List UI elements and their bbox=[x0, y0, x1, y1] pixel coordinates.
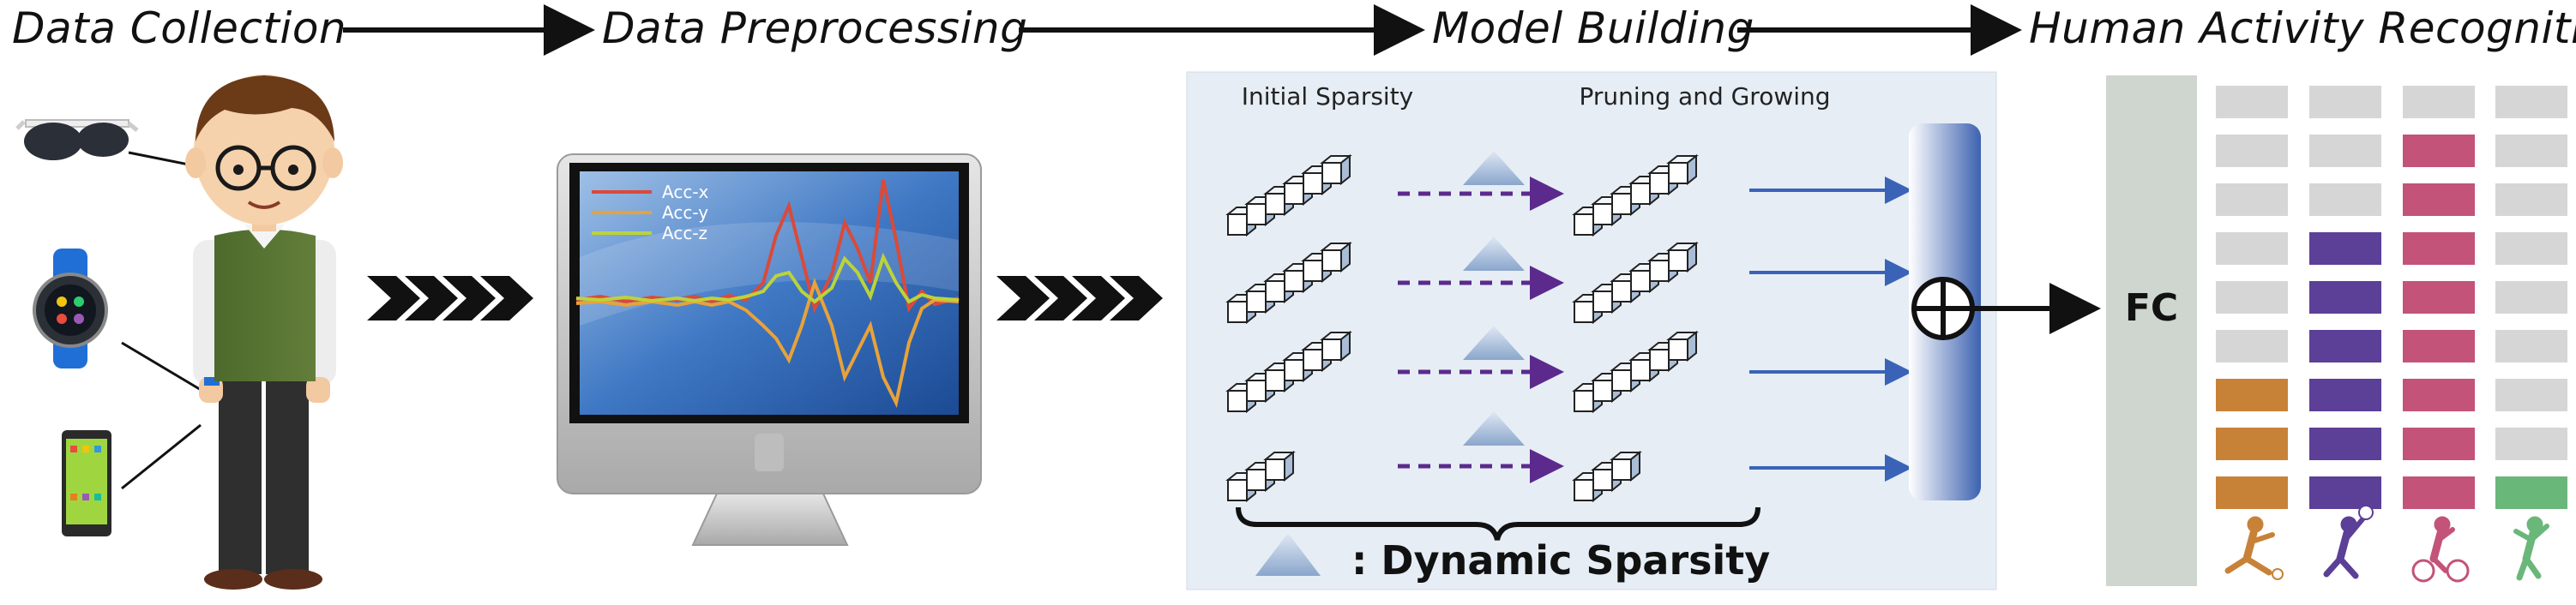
signal-trace-acc-y bbox=[575, 277, 960, 408]
initial-sparse-layer bbox=[1225, 241, 1352, 325]
activity-cell-active bbox=[2216, 428, 2288, 460]
activity-cell-active bbox=[2309, 379, 2381, 411]
activity-cell-inactive bbox=[2495, 135, 2567, 167]
phone-connector-line bbox=[121, 423, 202, 490]
activity-cell-active bbox=[2403, 428, 2475, 460]
smart-glasses-icon bbox=[15, 119, 139, 160]
dynamic-sparsity-triangle bbox=[1463, 326, 1525, 360]
activity-cell-inactive bbox=[2495, 428, 2567, 460]
activity-cell-inactive bbox=[2495, 379, 2567, 411]
activity-cell-inactive bbox=[2216, 330, 2288, 362]
activity-cell-inactive bbox=[2495, 330, 2567, 362]
dynamic-sparsity-triangles bbox=[1463, 151, 1525, 446]
activity-cell-active bbox=[2309, 330, 2381, 362]
prune-grow-arrows bbox=[1398, 177, 1564, 483]
activity-cell-active bbox=[2216, 476, 2288, 509]
smartphone-icon bbox=[62, 430, 111, 536]
activity-cell-inactive bbox=[2309, 135, 2381, 167]
activity-probability-grid bbox=[2216, 86, 2567, 509]
pruned-grown-layer bbox=[1572, 153, 1699, 237]
activity-cell-active bbox=[2403, 183, 2475, 216]
initial-sparse-layer bbox=[1225, 450, 1296, 503]
dynamic-sparsity-triangle bbox=[1463, 411, 1525, 446]
pruning-growing-label: Pruning and Growing bbox=[1579, 82, 1830, 111]
fc-label: FC bbox=[2125, 286, 2178, 330]
soccer-player-icon bbox=[2224, 516, 2284, 580]
activity-cell-active bbox=[2216, 379, 2288, 411]
dynamic-sparsity-label: : Dynamic Sparsity bbox=[1351, 537, 1770, 584]
cyclist-icon bbox=[2411, 516, 2470, 583]
jumping-person-icon bbox=[2513, 516, 2549, 581]
chevron-arrows-1 bbox=[367, 276, 533, 320]
activity-cell-inactive bbox=[2495, 232, 2567, 265]
activity-cell-active bbox=[2403, 330, 2475, 362]
activity-cell-inactive bbox=[2495, 86, 2567, 118]
signal-trace-acc-z bbox=[575, 252, 960, 304]
grouping-brace bbox=[1236, 506, 1760, 541]
chevron-arrows-2 bbox=[996, 276, 1163, 320]
dynamic-sparsity-triangle bbox=[1463, 237, 1525, 271]
activity-cell-active bbox=[2309, 281, 2381, 314]
activity-cell-inactive bbox=[2216, 183, 2288, 216]
initial-sparse-layer bbox=[1225, 153, 1352, 237]
legend-label-acc-y: Acc-y bbox=[662, 202, 708, 223]
initial-sparse-layer bbox=[1225, 330, 1352, 414]
pruned-grown-layer bbox=[1572, 450, 1642, 503]
activity-cell-active bbox=[2403, 379, 2475, 411]
volleyball-player-icon bbox=[2323, 505, 2374, 579]
dynamic-sparsity-legend-triangle bbox=[1255, 533, 1321, 576]
smartwatch-icon bbox=[33, 249, 108, 368]
activity-cell-inactive bbox=[2216, 86, 2288, 118]
activity-cell-inactive bbox=[2216, 281, 2288, 314]
stage-title-human-activity-recognition: Human Activity Recognition bbox=[2029, 3, 2576, 53]
pruned-grown-layer bbox=[1572, 241, 1699, 325]
activity-cell-inactive bbox=[2216, 135, 2288, 167]
stage-title-data-preprocessing: Data Preprocessing bbox=[602, 3, 1028, 53]
pruned-grown-layer bbox=[1572, 330, 1699, 414]
legend-label-acc-x: Acc-x bbox=[662, 182, 709, 202]
activity-cell-active bbox=[2309, 232, 2381, 265]
stage-title-model-building: Model Building bbox=[1432, 3, 1754, 53]
activity-icons bbox=[2224, 505, 2549, 583]
activity-cell-active bbox=[2403, 232, 2475, 265]
person-illustration bbox=[185, 75, 343, 590]
dynamic-sparsity-triangle bbox=[1463, 151, 1525, 185]
activity-cell-active bbox=[2403, 135, 2475, 167]
activity-cell-inactive bbox=[2495, 281, 2567, 314]
activity-cell-active bbox=[2309, 428, 2381, 460]
legend-label-acc-z: Acc-z bbox=[662, 223, 707, 243]
activity-cell-inactive bbox=[2495, 183, 2567, 216]
activity-cell-active bbox=[2309, 476, 2381, 509]
activity-cell-inactive bbox=[2216, 232, 2288, 265]
activity-cell-active bbox=[2403, 476, 2475, 509]
fc-layer bbox=[2106, 75, 2197, 586]
sum-icon bbox=[1911, 277, 1975, 340]
aggregation-arrows bbox=[1749, 177, 1912, 482]
activity-cell-inactive bbox=[2309, 86, 2381, 118]
signal-legend: Acc-x Acc-y Acc-z bbox=[592, 182, 709, 243]
activity-cell-inactive bbox=[2309, 183, 2381, 216]
initial-sparsity-label: Initial Sparsity bbox=[1242, 82, 1414, 111]
model-panel bbox=[1186, 71, 1997, 590]
watch-connector-line bbox=[121, 341, 203, 392]
stage-title-data-collection: Data Collection bbox=[12, 3, 347, 53]
activity-cell-active bbox=[2403, 281, 2475, 314]
activity-cell-inactive bbox=[2403, 86, 2475, 118]
activity-cell-active bbox=[2495, 476, 2567, 509]
sparse-layer-blocks bbox=[1225, 153, 1699, 503]
